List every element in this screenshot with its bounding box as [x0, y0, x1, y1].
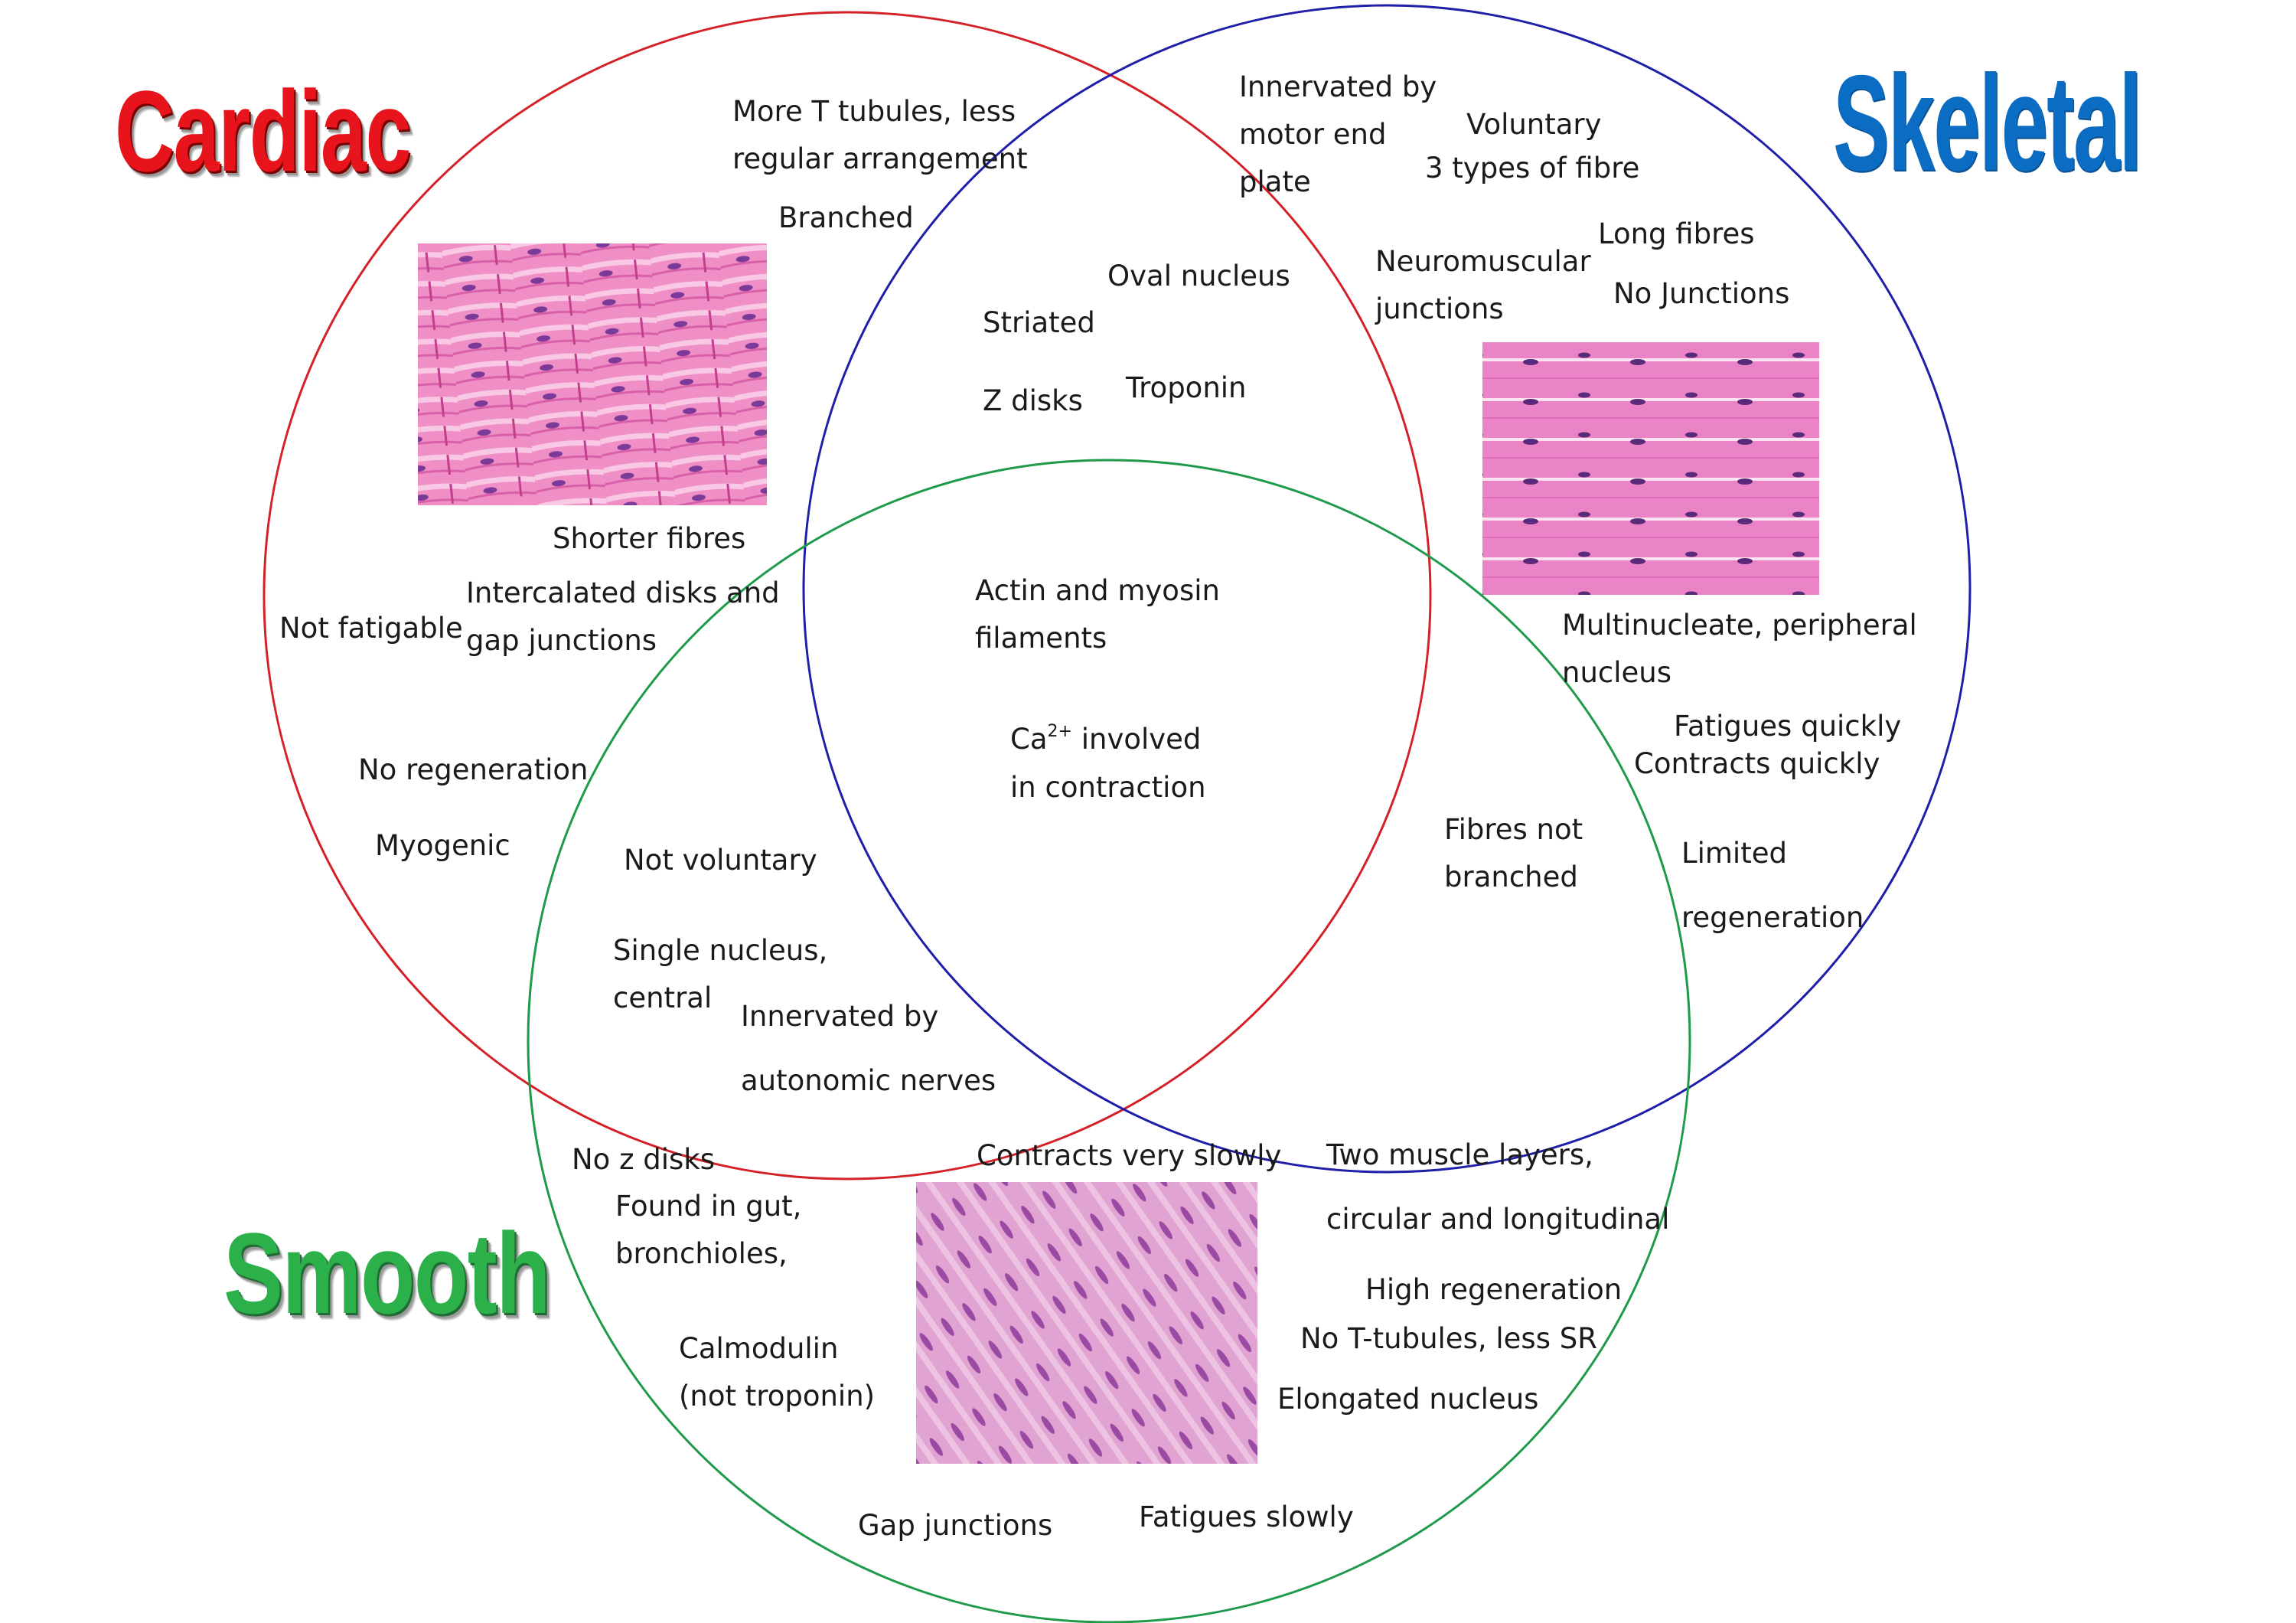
label-fatigues-quickly: Fatigues quickly: [1674, 710, 1902, 743]
label-neuromuscular: Neuromuscular junctions: [1375, 245, 1591, 325]
label-high-regeneration: High regeneration: [1365, 1273, 1623, 1306]
label-no-regeneration: No regeneration: [358, 753, 589, 786]
label-no-z-disks: No z disks: [572, 1143, 716, 1176]
label-z-disks: Z disks: [983, 384, 1083, 417]
label-calcium: Ca2+ involved: [1010, 716, 1201, 763]
label-contracts-quickly: Contracts quickly: [1634, 747, 1880, 780]
label-types-of-fibre: 3 types of fibre: [1425, 152, 1640, 185]
label-elongated-nucleus: Elongated nucleus: [1277, 1383, 1539, 1416]
calcium-charge: 2+: [1047, 722, 1072, 741]
calcium-suffix: involved: [1071, 723, 1202, 756]
label-fibres-not-branched: Fibres not branched: [1444, 813, 1583, 893]
label-in-contraction: in contraction: [1010, 771, 1206, 804]
label-shorter-fibres: Shorter fibres: [553, 522, 746, 555]
label-no-junctions: No Junctions: [1613, 277, 1790, 310]
label-gap-junctions: Gap junctions: [858, 1509, 1053, 1542]
label-troponin: Troponin: [1126, 371, 1247, 404]
label-voluntary: Voluntary: [1466, 108, 1602, 141]
skeletal-circle: [802, 4, 1971, 1174]
label-single-nucleus: Single nucleus, central: [613, 934, 828, 1014]
smooth-micrograph: [916, 1182, 1257, 1464]
label-limited-regeneration: Limited regeneration: [1681, 837, 1864, 934]
label-multinucleate: Multinucleate, peripheral nucleus: [1562, 609, 1917, 689]
skeletal-title: Skeletal: [1833, 47, 2142, 199]
label-fatigues-slowly: Fatigues slowly: [1139, 1501, 1354, 1533]
skeletal-micrograph: [1482, 342, 1819, 595]
label-two-muscle-layers: Two muscle layers, circular and longitud…: [1326, 1138, 1670, 1236]
label-innervated-autonomic: Innervated by autonomic nerves: [741, 1000, 996, 1097]
smooth-title: Smooth: [223, 1209, 551, 1337]
label-intercalated-disks: Intercalated disks and gap junctions: [466, 576, 780, 657]
label-long-fibres: Long fibres: [1598, 217, 1755, 250]
label-no-t-tubules: No T-tubules, less SR: [1300, 1322, 1597, 1355]
label-calmodulin: Calmodulin (not troponin): [679, 1332, 876, 1412]
cardiac-title: Cardiac: [115, 67, 412, 195]
cardiac-circle: [263, 11, 1432, 1181]
label-oval-nucleus: Oval nucleus: [1107, 260, 1290, 292]
label-striated: Striated: [983, 306, 1095, 339]
label-found-in-gut: Found in gut, bronchioles,: [615, 1190, 802, 1270]
cardiac-micrograph: [418, 243, 767, 505]
label-contracts-very-slowly: Contracts very slowly: [977, 1139, 1282, 1172]
label-branched: Branched: [778, 201, 914, 234]
label-innervated-motor: Innervated by motor end plate: [1239, 70, 1437, 198]
label-t-tubules: More T tubules, less regular arrangement: [732, 95, 1028, 175]
calcium-prefix: Ca: [1010, 723, 1048, 756]
label-myogenic: Myogenic: [375, 829, 510, 862]
label-not-voluntary: Not voluntary: [624, 844, 817, 877]
smooth-circle: [527, 459, 1691, 1623]
label-not-fatigable: Not fatigable: [279, 612, 463, 645]
label-actin-myosin: Actin and myosin filaments: [975, 574, 1220, 655]
